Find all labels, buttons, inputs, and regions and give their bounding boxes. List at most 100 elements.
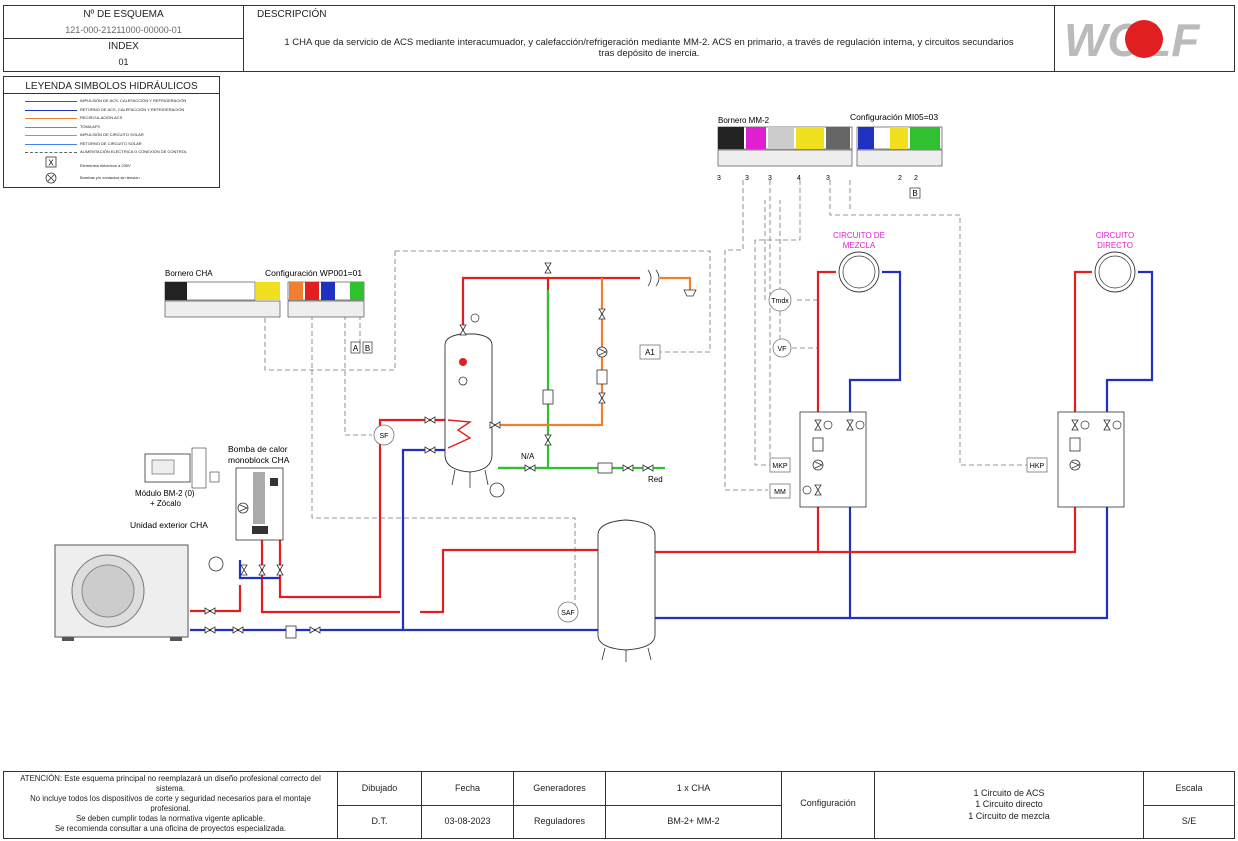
generadores-label: Generadores bbox=[533, 783, 586, 793]
legend-line-swatch bbox=[25, 152, 77, 153]
scheme-number: 121-000-21211000-00000-01 bbox=[65, 25, 182, 35]
warning-line3: No incluye todos los dispositivos de cor… bbox=[30, 794, 311, 803]
config-wp001-label: Configuración WP001=01 bbox=[265, 268, 362, 278]
warning-line4: profesional. bbox=[150, 804, 191, 813]
legend-symbol-circle-text: Bombas y/o contactos sin tensión bbox=[80, 175, 140, 180]
legend-item: TOMA AFS bbox=[10, 124, 220, 132]
config-line3: 1 Circuito de mezcla bbox=[968, 811, 1050, 821]
sensor-sf bbox=[373, 424, 395, 446]
label-red: Red bbox=[648, 475, 663, 484]
warning-line1: ATENCIÓN: Este esquema principal no reem… bbox=[20, 774, 321, 783]
reguladores-label: Reguladores bbox=[533, 816, 586, 826]
bornero-cha-label: Bornero CHA bbox=[165, 269, 213, 278]
filter bbox=[285, 625, 297, 639]
legend-item-text: RETORNO DE CIRCUITO SOLAR bbox=[80, 140, 142, 146]
legend-line-swatch bbox=[25, 143, 77, 145]
control-wiring bbox=[264, 180, 1027, 612]
cha-terminal-strip bbox=[164, 281, 365, 318]
legend-symbol-x: X bbox=[48, 159, 54, 168]
warning-line6: Se recomienda consultar a una oficina de… bbox=[54, 824, 286, 833]
sensor-vf bbox=[772, 338, 792, 358]
description-line2: tras depósito de inercia. bbox=[598, 48, 700, 59]
dibujado-label: Dibujado bbox=[361, 783, 398, 793]
legend-line-swatch bbox=[25, 118, 77, 119]
mixing-circuit-emitter bbox=[838, 251, 880, 293]
expansion-vessel bbox=[208, 556, 224, 572]
mm2-terminal-strip bbox=[717, 126, 943, 167]
legend-item-text: IMPULSIÓN DE ACS, CALEFACCIÓN Y REFRIGER… bbox=[80, 98, 187, 103]
terminal-b-mm2 bbox=[909, 187, 921, 199]
wire-count-3: 3 bbox=[768, 175, 772, 182]
terminal-b-cha bbox=[362, 341, 373, 354]
scheme-label: Nº DE ESQUEMA bbox=[83, 9, 164, 20]
dhw-tank bbox=[444, 333, 493, 488]
legend-symbol-x-text: Elementos eléctricos a 230V bbox=[80, 163, 131, 168]
legend-item: ALIMENTACIÓN ELÉCTRICA O CONEXIÓN DE CON… bbox=[10, 149, 220, 157]
legend-item-text: TOMA AFS bbox=[80, 123, 100, 129]
sensor-saf bbox=[557, 601, 579, 623]
box-mkp bbox=[769, 457, 791, 473]
fecha-value: 03-08-2023 bbox=[444, 816, 491, 826]
legend-box bbox=[3, 76, 220, 188]
box-hkp bbox=[1026, 457, 1048, 473]
sensor-tmdx bbox=[768, 288, 792, 312]
mixing-circuit-label-1: CIRCUITO DE bbox=[833, 231, 885, 240]
legend-line-swatch bbox=[25, 126, 77, 128]
fecha-label: Fecha bbox=[454, 783, 480, 793]
logo-cell bbox=[1054, 5, 1235, 72]
box-mkp-label: MKP bbox=[772, 463, 788, 470]
box-a1-label: A1 bbox=[645, 348, 655, 357]
bornero-mm2-label: Bornero MM-2 bbox=[718, 116, 770, 125]
inertia-tank bbox=[597, 519, 656, 662]
wolf-logo: WOLF bbox=[1064, 14, 1201, 64]
bm2-label-1: Módulo BM-2 (0) bbox=[135, 489, 195, 498]
wire-count-2: 3 bbox=[745, 175, 749, 182]
legend-item: IMPULSIÓN DE ACS, CALEFACCIÓN Y REFRIGER… bbox=[10, 98, 220, 106]
legend-item: RETORNO DE CIRCUITO SOLAR bbox=[10, 141, 220, 149]
configuracion-label: Configuración bbox=[800, 798, 856, 808]
config-line1: 1 Circuito de ACS bbox=[973, 788, 1045, 798]
legend-item: IMPULSIÓN DE CIRCUITO SOLAR bbox=[10, 132, 220, 140]
warning-line2: sistema. bbox=[155, 784, 186, 793]
legend-line-swatch bbox=[25, 109, 77, 111]
sensor-tmdx-label: Tmdx bbox=[771, 298, 789, 305]
hydraulic-diagram: Bornero MM-2 Configuración MI05=03 3 3 3… bbox=[54, 112, 1154, 662]
pipes bbox=[190, 270, 1154, 632]
config-mi05-label: Configuración MI05=03 bbox=[850, 112, 938, 122]
legend-item-text: ALIMENTACIÓN ELÉCTRICA O CONEXIÓN DE CON… bbox=[80, 149, 188, 154]
outdoor-unit bbox=[54, 544, 189, 641]
legend-item: RECIRCULACIÓN ACS bbox=[10, 115, 220, 123]
wire-count-7: 2 bbox=[914, 175, 918, 182]
legend-item-text: IMPULSIÓN DE CIRCUITO SOLAR bbox=[80, 132, 144, 137]
escala-value-cell bbox=[1143, 805, 1235, 839]
legend-line-swatch bbox=[25, 135, 77, 136]
direct-group bbox=[1057, 411, 1125, 508]
heat-pump-monoblock bbox=[235, 467, 284, 541]
outdoor-unit-label: Unidad exterior CHA bbox=[130, 520, 208, 530]
mixing-circuit-label-2: MEZCLA bbox=[843, 241, 876, 250]
escala-value: S/E bbox=[1181, 816, 1197, 826]
legend-symbols: X bbox=[45, 156, 57, 184]
terminal-a-cha-label: A bbox=[353, 344, 359, 353]
wire-count-6: 2 bbox=[898, 175, 902, 182]
legend-line-swatch bbox=[25, 101, 77, 102]
bm2-label-2: + Zócalo bbox=[150, 499, 181, 508]
shower-icon bbox=[683, 289, 697, 297]
wire-count-4: 4 bbox=[797, 175, 801, 182]
expansion-vessel-dhw bbox=[489, 482, 505, 498]
wire-count-1: 3 bbox=[717, 175, 721, 182]
terminal-b-mm2-label: B bbox=[912, 189, 917, 198]
sensor-saf-label: SAF bbox=[561, 610, 575, 617]
legend-item-text: RECIRCULACIÓN ACS bbox=[80, 115, 123, 120]
index-value: 01 bbox=[118, 57, 129, 67]
terminal-a-cha bbox=[350, 341, 361, 354]
sensor-sf-label: SF bbox=[380, 433, 389, 440]
reguladores-value: BM-2+ MM-2 bbox=[667, 816, 720, 826]
sensor-vf-label: VF bbox=[778, 346, 787, 353]
dibujado-value: D.T. bbox=[371, 816, 388, 826]
generadores-value: 1 x CHA bbox=[676, 783, 711, 793]
warning-line5: Se deben cumplir todas la normativa vige… bbox=[76, 814, 265, 823]
index-label: INDEX bbox=[108, 41, 139, 52]
direct-circuit-label-1: CIRCUITO bbox=[1096, 231, 1135, 240]
box-hkp-label: HKP bbox=[1030, 463, 1045, 470]
